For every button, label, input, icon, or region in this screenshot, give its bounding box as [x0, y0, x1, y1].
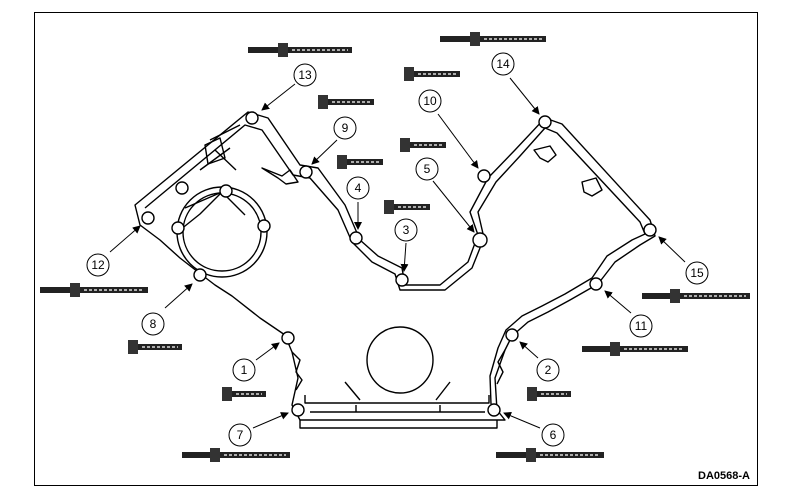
callout-14-circle [491, 52, 515, 76]
bolt-10 [404, 67, 460, 81]
bolt-hole-7 [291, 403, 305, 417]
bolt-8 [128, 340, 182, 354]
bolt-7 [182, 448, 290, 462]
bolt-hole-11 [589, 277, 603, 291]
bolt-12 [40, 283, 148, 297]
bolt-6 [496, 448, 604, 462]
bolt-2 [527, 387, 571, 401]
bolt-5 [400, 138, 446, 152]
callout-7-label: 7 [237, 428, 244, 442]
figure-code: DA0568-A [698, 470, 750, 482]
callout-1-circle [232, 358, 256, 382]
bolt-3 [384, 200, 430, 214]
bolt-hole-9 [299, 165, 313, 179]
callout-6-label: 6 [550, 428, 557, 442]
bolt-15 [642, 289, 750, 303]
bolt-hole-5 [472, 232, 488, 248]
callout-12-label: 12 [91, 258, 105, 272]
bolt-hole-10 [477, 169, 491, 183]
callout-5-circle [415, 157, 439, 181]
callout-1-label: 1 [241, 363, 248, 377]
callout-9-label: 9 [342, 121, 349, 135]
callout-11-label: 11 [635, 319, 648, 333]
callout-13-label: 13 [298, 68, 312, 82]
callout-4-label: 4 [355, 181, 362, 195]
callout-8-label: 8 [150, 317, 157, 331]
callout-3-label: 3 [403, 223, 410, 237]
callouts [86, 52, 709, 447]
callout-labels: 13 9 4 3 5 10 14 15 11 2 6 7 1 8 12 [91, 57, 704, 442]
callout-12-circle [86, 253, 110, 277]
bolt-hole-3 [395, 273, 409, 287]
callout-13-circle [293, 63, 317, 87]
bolt-13 [248, 43, 352, 57]
callout-10-label: 10 [423, 94, 437, 108]
callout-14-label: 14 [496, 57, 510, 71]
callout-15-label: 15 [690, 266, 704, 280]
bolt-holes [141, 111, 657, 417]
callout-15-circle [685, 261, 709, 285]
callout-11-circle [629, 314, 653, 338]
callout-10-circle [418, 89, 442, 113]
callout-6-circle [541, 423, 565, 447]
callout-7-circle [228, 423, 252, 447]
bolt-1 [222, 387, 266, 401]
bolt-hole-1 [281, 331, 295, 345]
bolt-hole-8 [193, 268, 207, 282]
bolt-14 [440, 32, 546, 46]
callout-2-circle [536, 358, 560, 382]
figure-frame [34, 12, 758, 486]
bolt-hole-4 [349, 231, 363, 245]
callout-4-circle [346, 176, 370, 200]
bolt-hole-13 [245, 111, 259, 125]
bolts [40, 32, 750, 462]
front-cover-outline [134, 111, 656, 429]
bolt-4 [337, 155, 383, 169]
callout-8-circle [141, 312, 165, 336]
bolt-hole-12 [141, 211, 155, 225]
bolt-9 [318, 95, 374, 109]
bolt-hole-6 [487, 403, 501, 417]
callout-5-label: 5 [424, 162, 431, 176]
callout-2-label: 2 [545, 363, 552, 377]
bolt-11 [582, 342, 688, 356]
callout-9-circle [333, 116, 357, 140]
bolt-hole-14 [538, 115, 552, 129]
callout-3-circle [394, 218, 418, 242]
leader-lines [109, 77, 686, 429]
bolt-hole-15 [643, 223, 657, 237]
bolt-hole-2 [505, 328, 519, 342]
